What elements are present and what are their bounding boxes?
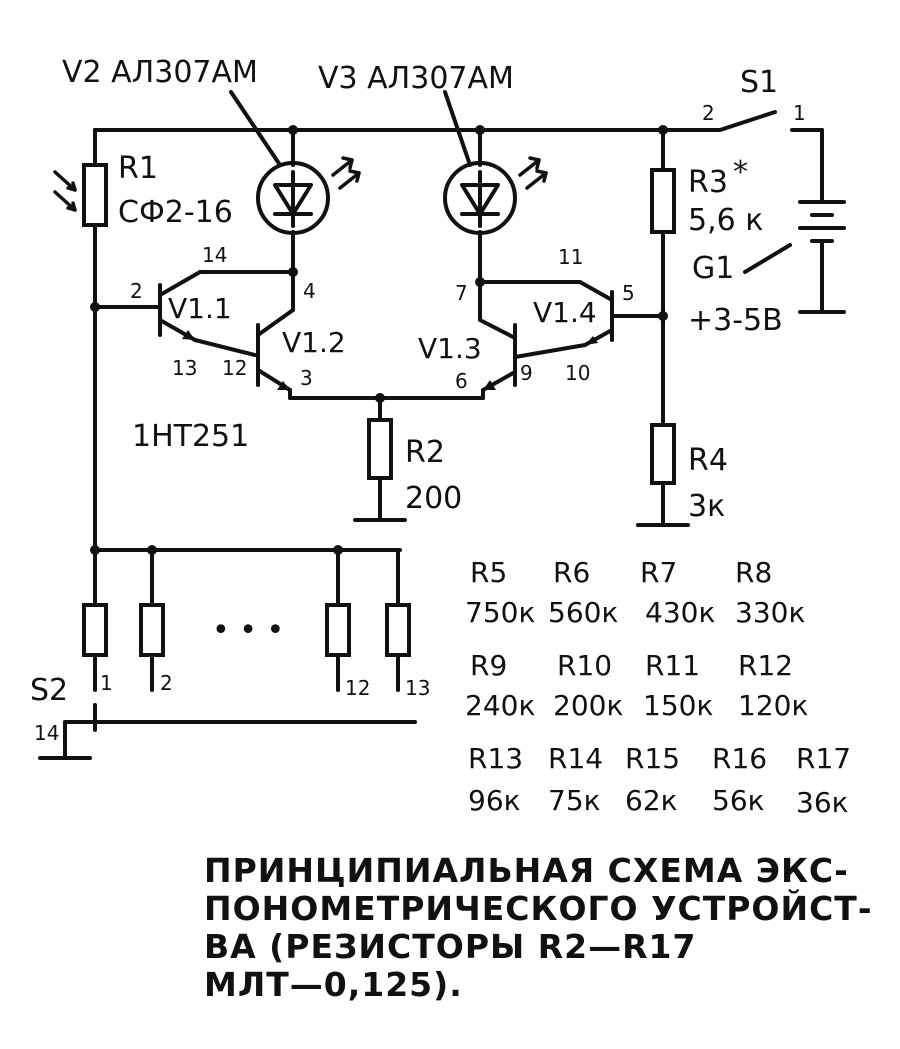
label-s2-pin14: 14	[34, 721, 59, 745]
caption-line: ВА (РЕЗИСТОРЫ R2—R17	[204, 927, 697, 966]
pin-11: 11	[558, 245, 583, 269]
table-value: 240к	[465, 689, 535, 722]
label-s2: S2	[30, 673, 68, 708]
label-chip: 1НТ251	[132, 419, 249, 454]
led-v3	[443, 156, 548, 235]
resistor-bank-13	[385, 603, 411, 657]
table-value: 200к	[553, 689, 623, 722]
pin-10: 10	[565, 361, 590, 385]
table-name: R15	[625, 742, 680, 775]
table-value: 120к	[738, 689, 808, 722]
table-name: R16	[712, 742, 767, 775]
label-s1-pin2: 2	[702, 101, 715, 125]
table-name: R6	[553, 556, 590, 589]
pin-5: 5	[622, 281, 635, 305]
light-arrows-icon	[53, 170, 77, 212]
label-r4: R4	[688, 443, 728, 478]
pin-6: 6	[455, 369, 468, 393]
table-name: R12	[738, 649, 793, 682]
label-r2-value: 200	[405, 481, 462, 516]
table-value: 62к	[625, 784, 678, 817]
label-v1-2: V1.2	[282, 326, 346, 359]
caption-line: ПРИНЦИПИАЛЬНАЯ СХЕМА ЭКС-	[204, 851, 849, 890]
table-name: R8	[735, 556, 772, 589]
pin-2: 2	[130, 279, 143, 303]
resistor-r2	[367, 418, 393, 480]
table-value: 430к	[645, 596, 715, 629]
table-value: 150к	[643, 689, 713, 722]
table-name: R5	[470, 556, 507, 589]
table-name: R11	[645, 649, 700, 682]
resistor-value-table: R5 R6 R7 R8 750к 560к 430к 330к R9 R10 R…	[465, 556, 851, 819]
label-r3-value: 5,6 к	[688, 203, 763, 238]
table-value: 96к	[468, 784, 521, 817]
label-r1-type: СФ2-16	[118, 195, 233, 230]
switch-pos-13: 13	[405, 676, 430, 700]
table-value: 36к	[796, 786, 849, 819]
label-v3: V3 АЛ307АМ	[318, 61, 514, 96]
caption-line: ПОНОМЕТРИЧЕСКОГО УСТРОЙСТ-	[204, 889, 873, 928]
table-value: 750к	[465, 596, 535, 629]
table-value: 560к	[548, 596, 618, 629]
leader-line	[229, 90, 282, 167]
ellipsis-dots: • • •	[212, 613, 284, 648]
table-value: 56к	[712, 784, 765, 817]
label-r1: R1	[118, 151, 158, 186]
label-v1-4: V1.4	[533, 296, 597, 329]
switch-pos-2: 2	[160, 671, 173, 695]
label-r3: R3	[688, 165, 728, 200]
table-name: R13	[468, 742, 523, 775]
table-value: 75к	[548, 784, 601, 817]
transistor-v1-1	[93, 270, 295, 357]
table-name: R9	[470, 649, 507, 682]
pin-3: 3	[300, 366, 313, 390]
table-name: R17	[796, 742, 851, 775]
figure-caption: ПРИНЦИПИАЛЬНАЯ СХЕМА ЭКС- ПОНОМЕТРИЧЕСКО…	[204, 851, 873, 1004]
switch-pos-12: 12	[345, 676, 370, 700]
resistor-bank-1	[82, 603, 108, 657]
label-s1: S1	[740, 65, 778, 100]
pin-7: 7	[455, 281, 468, 305]
table-value: 330к	[735, 596, 805, 629]
pin-13: 13	[172, 356, 197, 380]
label-v1-1: V1.1	[168, 292, 232, 325]
label-r3-star: *	[733, 155, 748, 190]
transistor-v1-2	[256, 308, 295, 400]
transistor-v1-4	[478, 280, 665, 359]
table-name: R7	[640, 556, 677, 589]
table-name: R14	[548, 742, 603, 775]
resistor-r3	[650, 168, 676, 234]
led-v2	[256, 156, 361, 235]
label-v1-3: V1.3	[418, 332, 482, 365]
pin-4: 4	[303, 279, 316, 303]
switch-s1-blade	[718, 110, 777, 132]
table-name: R10	[557, 649, 612, 682]
pin-12: 12	[222, 356, 247, 380]
transistor-v1-3	[478, 318, 517, 400]
resistor-r1	[82, 163, 108, 227]
label-r4-value: 3к	[688, 489, 725, 524]
battery-g1	[743, 200, 846, 314]
pin-9: 9	[520, 361, 533, 385]
pin-14: 14	[202, 243, 227, 267]
label-g1: G1	[692, 251, 734, 286]
label-s1-pin1: 1	[793, 101, 806, 125]
leader-line	[443, 90, 472, 167]
label-g1-voltage: +3-5В	[688, 303, 783, 338]
resistor-r4	[650, 423, 676, 485]
resistor-bank-2	[139, 603, 165, 657]
caption-line: МЛТ—0,125).	[204, 965, 463, 1004]
resistor-bank-12	[325, 603, 351, 657]
switch-pos-1: 1	[100, 671, 113, 695]
label-v2: V2 АЛ307АМ	[62, 55, 258, 90]
label-r2: R2	[405, 435, 445, 470]
